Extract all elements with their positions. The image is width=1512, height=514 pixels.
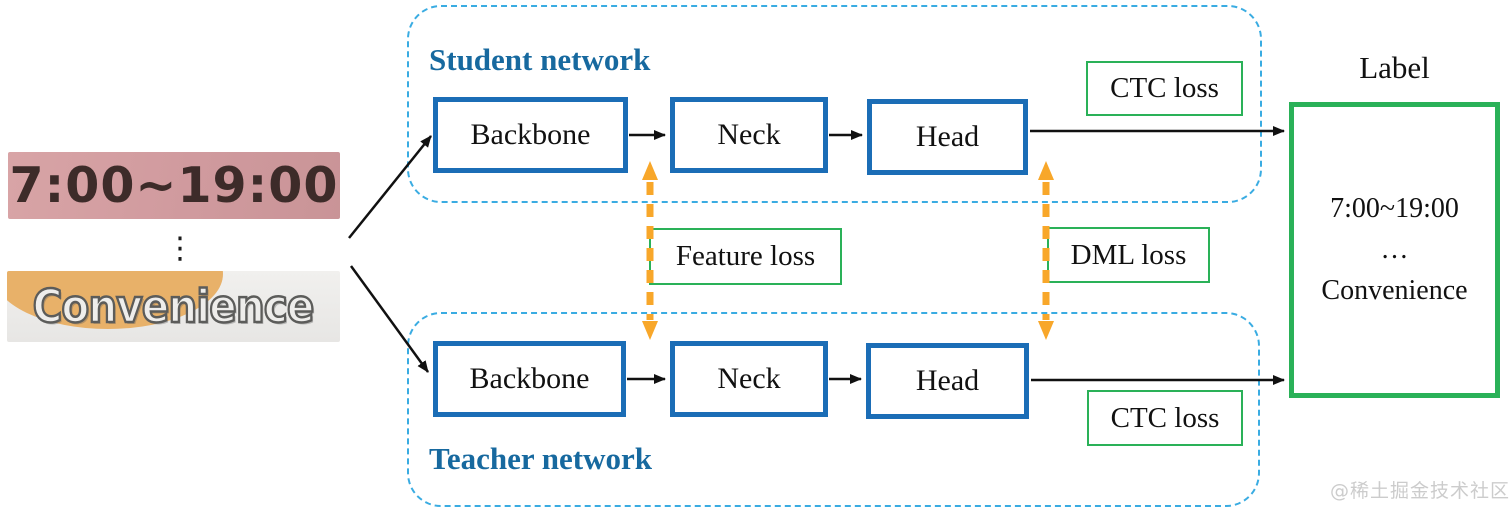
- watermark: @稀土掘金技术社区: [1330, 480, 1511, 502]
- ctc-loss-box-teacher: CTC loss: [1087, 390, 1243, 446]
- student-neck-block: Neck: [670, 97, 828, 173]
- student-head-block: Head: [867, 99, 1028, 175]
- label-line-ellipsis: …: [1380, 234, 1409, 265]
- label-output-box: 7:00~19:00 … Convenience: [1289, 102, 1500, 398]
- teacher-network-title: Teacher network: [429, 441, 653, 476]
- input-image-time: 7:00~19:00: [8, 152, 340, 219]
- feature-loss-box: Feature loss: [649, 228, 842, 285]
- input-image-convenience: Convenience: [7, 271, 340, 342]
- teacher-backbone-block: Backbone: [433, 341, 626, 417]
- student-network-title: Student network: [429, 42, 651, 77]
- convenience-sample-text: Convenience: [32, 279, 316, 335]
- student-network-container: [407, 5, 1262, 203]
- dml-loss-box: DML loss: [1047, 227, 1210, 283]
- label-line-time: 7:00~19:00: [1330, 193, 1459, 224]
- ctc-loss-box-student: CTC loss: [1086, 61, 1243, 116]
- time-sample-text: 7:00~19:00: [9, 157, 339, 214]
- student-backbone-block: Backbone: [433, 97, 628, 173]
- label-line-convenience: Convenience: [1321, 275, 1468, 306]
- teacher-neck-block: Neck: [670, 341, 828, 417]
- teacher-network-container: [407, 312, 1260, 507]
- vertical-ellipsis: ⋮: [165, 231, 195, 266]
- label-title: Label: [1359, 50, 1430, 85]
- teacher-head-block: Head: [866, 343, 1029, 419]
